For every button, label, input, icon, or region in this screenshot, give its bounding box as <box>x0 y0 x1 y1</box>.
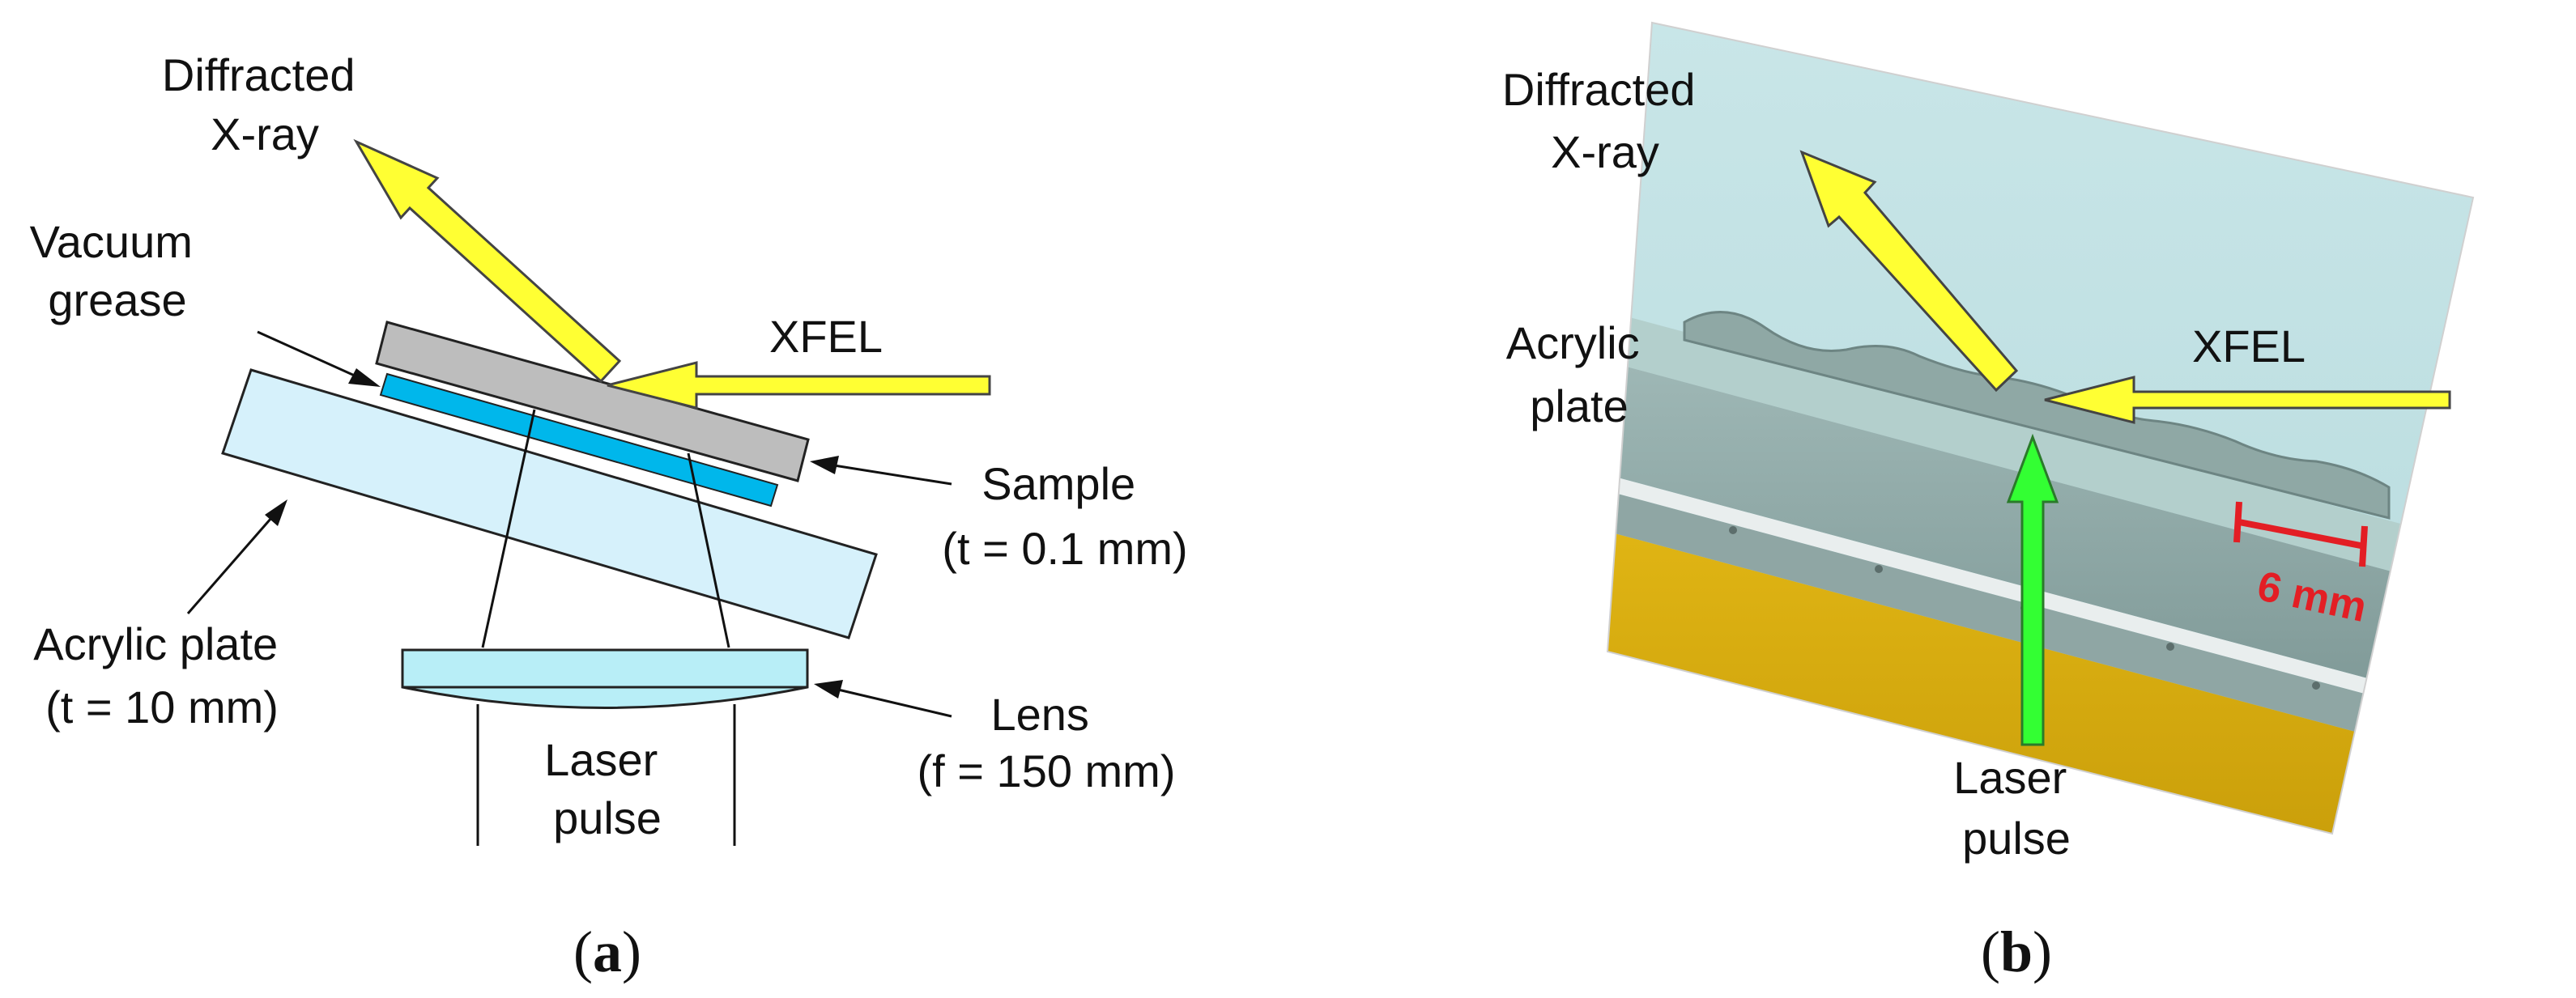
vacuum-grease-pointer <box>257 330 381 387</box>
xfel-arrow-b <box>2044 376 2451 424</box>
vacuum-grease-label: Vacuum grease <box>30 216 206 325</box>
acrylic-plate-label-b: Acrylic plate <box>1506 317 1652 431</box>
diffracted-xray-label-a: Diffracted X-ray <box>162 49 368 159</box>
diffracted-xray-arrow <box>353 138 622 384</box>
acrylic-plate-pointer <box>186 499 287 614</box>
photo-border <box>1606 21 2475 835</box>
sample-pointer <box>810 456 952 486</box>
laser-pulse-label-b: Laser pulse <box>1953 752 2080 864</box>
sample-label: Sample (t = 0.1 mm) <box>942 458 1187 574</box>
xfel-arrow <box>607 361 991 410</box>
lens-label: Lens (f = 150 mm) <box>918 689 1176 796</box>
lens-pointer <box>814 680 952 718</box>
laser-beam-right <box>687 452 730 648</box>
diffracted-xray-label-b: Diffracted X-ray <box>1502 64 1708 177</box>
xfel-label-a: XFEL <box>769 311 883 362</box>
laser-pulse-label-a: Laser pulse <box>544 734 671 843</box>
xfel-label-b: XFEL <box>2192 321 2306 372</box>
acrylic-plate-label-a: Acrylic plate (t = 10 mm) <box>33 618 290 733</box>
laser-arrow-b <box>2006 433 2059 746</box>
laser-beam-left <box>481 409 536 648</box>
diffracted-xray-arrow-b <box>1799 150 2019 393</box>
lens <box>401 648 809 709</box>
scale-bar <box>2233 501 2368 567</box>
caption-b: (b) <box>1981 919 2052 984</box>
wavy-sample-surface <box>1683 311 2391 520</box>
panel-a: Diffracted X-ray Vacuum grease XFEL Samp… <box>30 49 1188 984</box>
vacuum-grease <box>379 372 779 507</box>
panel-b: 6 mm Diffracted X-ray Acrylic plate XFEL… <box>1502 21 2475 984</box>
caption-a: (a) <box>573 919 641 984</box>
